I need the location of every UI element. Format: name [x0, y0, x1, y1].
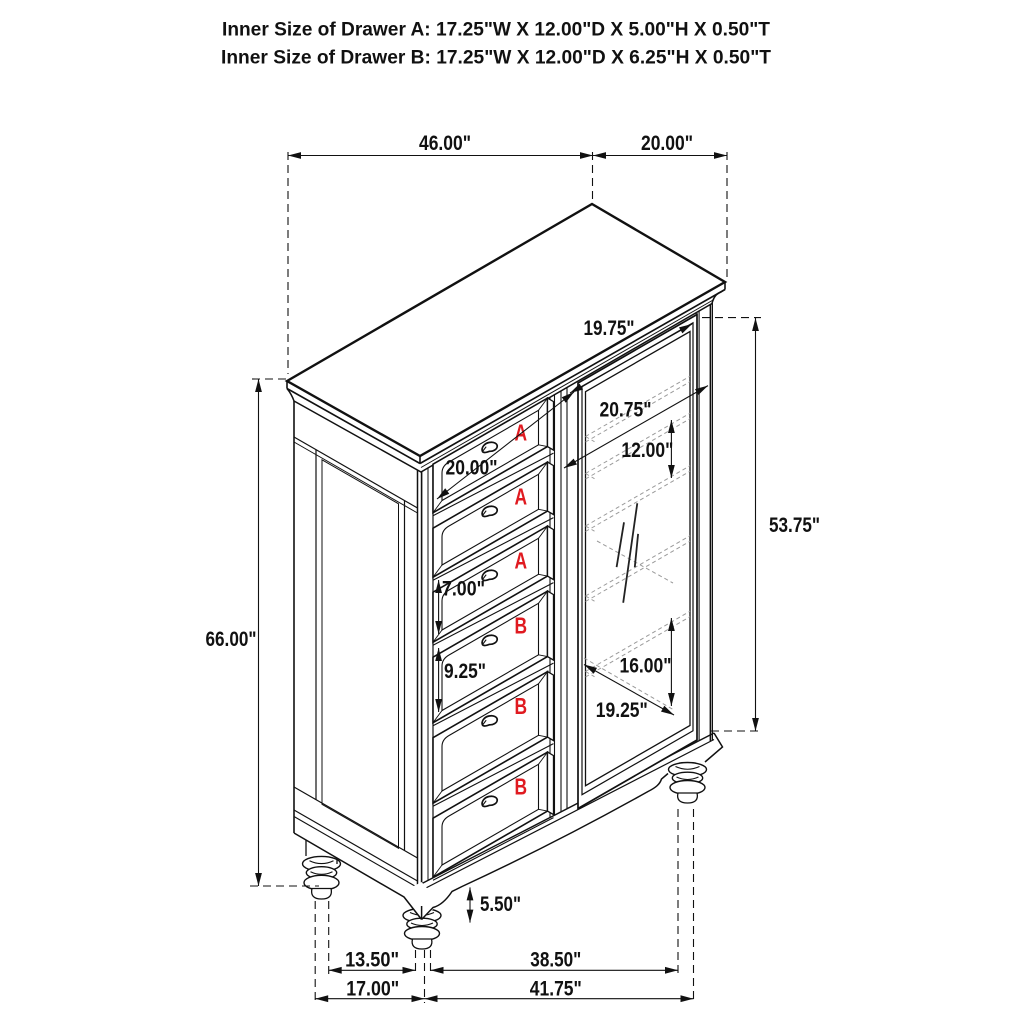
svg-text:38.50": 38.50": [530, 949, 581, 972]
svg-text:B: B: [515, 773, 528, 799]
svg-text:A: A: [515, 419, 528, 445]
svg-text:16.00": 16.00": [620, 655, 672, 678]
svg-text:41.75": 41.75": [530, 978, 582, 1001]
svg-text:19.25": 19.25": [596, 699, 648, 722]
svg-text:53.75": 53.75": [769, 514, 820, 537]
svg-text:17.00": 17.00": [346, 978, 399, 1001]
svg-text:5.50": 5.50": [480, 893, 521, 916]
svg-text:B: B: [515, 693, 528, 719]
svg-text:13.50": 13.50": [345, 949, 399, 972]
svg-text:B: B: [515, 612, 528, 638]
svg-text:9.25": 9.25": [444, 660, 486, 683]
svg-text:19.75": 19.75": [584, 317, 635, 340]
svg-text:20.00": 20.00": [641, 132, 693, 155]
svg-text:7.00": 7.00": [442, 578, 485, 601]
svg-text:20.00": 20.00": [446, 457, 498, 480]
svg-text:Inner Size of Drawer B: 17.25": Inner Size of Drawer B: 17.25"W X 12.00"…: [221, 47, 771, 69]
svg-text:A: A: [515, 483, 528, 509]
svg-text:46.00": 46.00": [419, 132, 471, 155]
svg-text:A: A: [515, 547, 528, 573]
svg-text:Inner Size of Drawer A: 17.25": Inner Size of Drawer A: 17.25"W X 12.00"…: [222, 19, 770, 41]
svg-text:12.00": 12.00": [621, 439, 673, 462]
svg-text:20.75": 20.75": [600, 399, 652, 422]
svg-text:66.00": 66.00": [206, 628, 257, 651]
